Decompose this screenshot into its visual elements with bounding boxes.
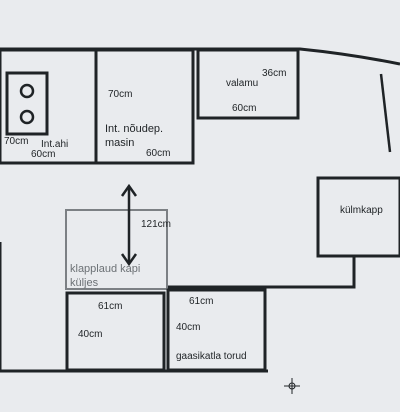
floor-edge-line bbox=[168, 256, 356, 289]
dishwasher-depth: 70cm bbox=[108, 89, 133, 100]
table-name: klapplaud kapi küljes bbox=[70, 263, 141, 289]
cabinet-right-note: gaasikatla torud bbox=[176, 351, 247, 362]
stove-depth: 70cm bbox=[4, 136, 29, 147]
burner-icon bbox=[19, 83, 35, 99]
cabinet-left-depth: 40cm bbox=[78, 329, 103, 340]
sink-width: 60cm bbox=[232, 103, 257, 114]
crosshair-cursor-icon bbox=[284, 378, 300, 394]
cooktop bbox=[5, 71, 49, 136]
right-wall-mark bbox=[379, 73, 392, 153]
burner-icon bbox=[19, 109, 35, 125]
cabinet-right-width: 61cm bbox=[189, 296, 214, 307]
measure-arrow-head-bottom bbox=[120, 253, 138, 267]
cabinet-right-depth: 40cm bbox=[176, 322, 201, 333]
stove-width: 60cm bbox=[31, 149, 56, 160]
sink-cabinet bbox=[196, 48, 300, 120]
fridge-name: külmkapp bbox=[340, 205, 383, 216]
stove-name: Int.ahi bbox=[41, 139, 69, 150]
folding-table bbox=[65, 209, 168, 290]
dishwasher-cabinet bbox=[94, 48, 195, 165]
dishwasher-width: 60cm bbox=[146, 148, 171, 159]
dishwasher-name: Int. nõudep. masin bbox=[105, 123, 164, 149]
sink-depth: 36cm bbox=[262, 68, 287, 79]
measure-arrow-head-top bbox=[120, 183, 138, 197]
top-wall-line bbox=[0, 47, 400, 66]
fridge-box bbox=[316, 176, 400, 258]
cabinet-left-width: 61cm bbox=[98, 301, 123, 312]
table-length: 121cm bbox=[141, 219, 172, 230]
sink-name: valamu bbox=[226, 78, 259, 89]
